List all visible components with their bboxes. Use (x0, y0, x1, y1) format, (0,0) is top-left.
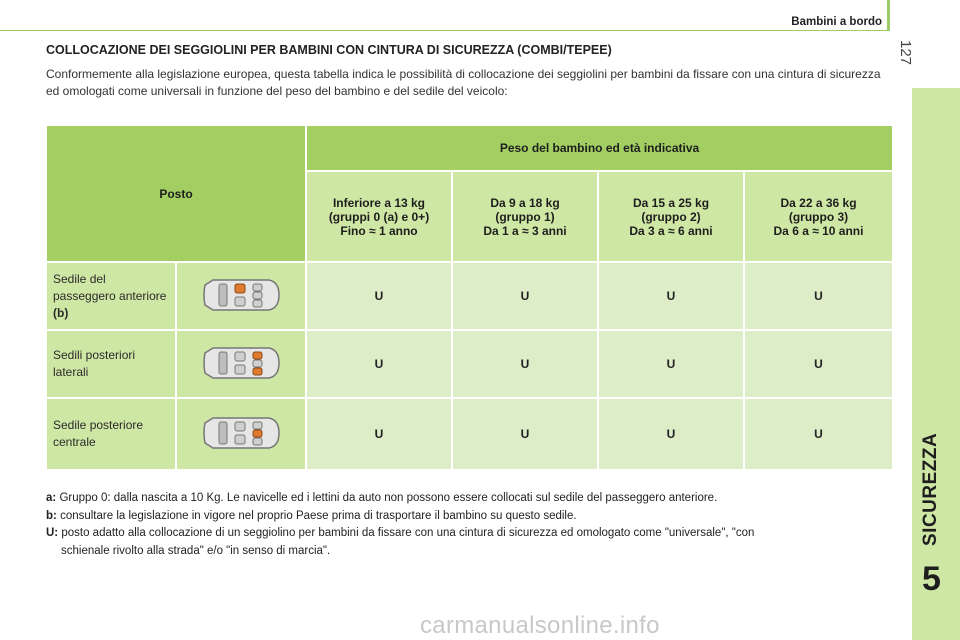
column-age: Da 6 a ≈ 10 anni (773, 223, 864, 238)
car-icon (203, 346, 280, 379)
column-age: Fino ≈ 1 anno (340, 223, 418, 238)
footnote: b: consultare la legislazione in vigore … (46, 509, 577, 522)
table-row: Sedile del passeggero anteriore (b) U U … (45, 261, 895, 331)
posto-header: Posto (45, 124, 307, 263)
table-row: Sedile posteriore centrale U U U U (45, 397, 895, 471)
value-cell: U (597, 397, 745, 471)
column-header: Inferiore a 13 kg (gruppi 0 (a) e 0+) Fi… (305, 170, 453, 263)
seat-highlight (252, 351, 263, 359)
footnotes: a: Gruppo 0: dalla nascita a 10 Kg. Le n… (46, 490, 896, 560)
value-cell: U (742, 261, 895, 331)
intro-text: Conformemente alla legislazione europea,… (46, 67, 881, 98)
car-seat-diagram-icon (175, 329, 307, 399)
value-cell: U (305, 397, 453, 471)
seat-label: Sedili posteriori laterali (45, 329, 177, 399)
footnote: U: posto adatto alla collocazione di un … (46, 527, 755, 539)
side-tab-label: SICUREZZA (920, 432, 941, 546)
section-header: Bambini a bordo (791, 16, 882, 28)
footnote: a: Gruppo 0: dalla nascita a 10 Kg. Le n… (46, 492, 718, 504)
table-row: Sedili posteriori laterali U U U U (45, 329, 895, 399)
column-title: Da 22 a 36 kg (780, 195, 857, 210)
page-title: COLLOCAZIONE DEI SEGGIOLINI PER BAMBINI … (46, 43, 612, 57)
value-cell: U (305, 329, 453, 399)
seat-highlight (252, 367, 263, 375)
seat-placement-table: Posto Peso del bambino ed età indicativa… (45, 124, 895, 471)
value-cell: U (451, 329, 599, 399)
value-cell: U (742, 329, 895, 399)
value-cell: U (597, 329, 745, 399)
column-title: Da 15 a 25 kg (632, 195, 710, 210)
chapter-number: 5 (922, 560, 941, 598)
column-header: Da 15 a 25 kg (gruppo 2) Da 3 a ≈ 6 anni (597, 170, 745, 263)
value-cell: U (305, 261, 453, 331)
car-seat-diagram-icon (175, 261, 307, 331)
column-group: (gruppo 2) (641, 209, 701, 224)
seat-highlight (252, 429, 263, 437)
value-cell: U (597, 261, 745, 331)
column-header: Da 9 a 18 kg (gruppo 1) Da 1 a ≈ 3 anni (451, 170, 599, 263)
value-cell: U (742, 397, 895, 471)
watermark: carmanualsonline.info (420, 612, 660, 639)
car-icon (203, 278, 280, 311)
seat-highlight (234, 283, 246, 293)
value-cell: U (451, 261, 599, 331)
column-title: Da 9 a 18 kg (490, 195, 560, 210)
column-group: (gruppo 1) (495, 209, 555, 224)
seat-label: Sedile del passeggero anteriore (b) (45, 261, 177, 331)
footnote-continuation: schienale rivolto alla strada" e/o "in s… (61, 544, 331, 557)
car-icon (203, 416, 280, 449)
column-group: (gruppo 3) (788, 209, 849, 224)
weight-header-label: Peso del bambino ed età indicativa (499, 141, 700, 155)
header-rule (0, 30, 888, 31)
value-cell: U (451, 397, 599, 471)
column-title: Inferiore a 13 kg (332, 195, 426, 210)
column-header: Da 22 a 36 kg (gruppo 3) Da 6 a ≈ 10 ann… (742, 170, 895, 263)
weight-header: Peso del bambino ed età indicativa (304, 124, 895, 172)
car-seat-diagram-icon (175, 397, 307, 471)
header-tick (887, 0, 890, 31)
posto-header-label: Posto (159, 186, 193, 201)
side-tab (912, 88, 960, 640)
column-age: Da 3 a ≈ 6 anni (629, 223, 713, 238)
seat-label: Sedile posteriore centrale (45, 397, 177, 471)
column-age: Da 1 a ≈ 3 anni (483, 223, 567, 238)
column-group: (gruppi 0 (a) e 0+) (328, 209, 430, 224)
